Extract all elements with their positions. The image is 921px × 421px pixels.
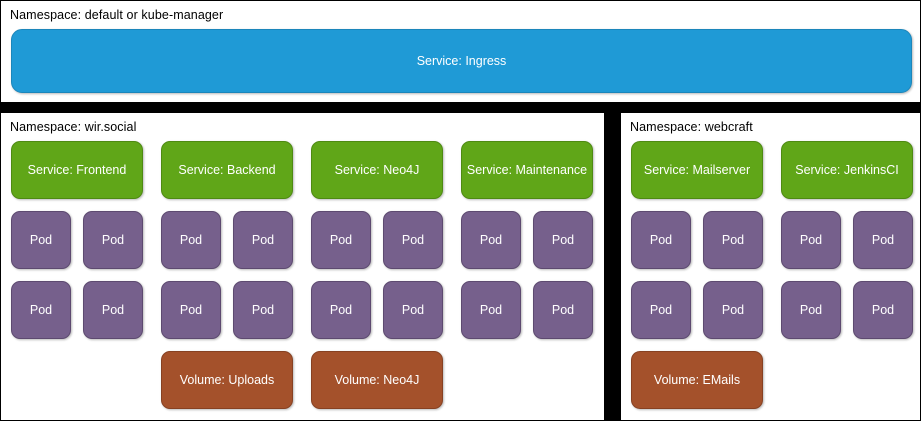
- pod-backend-2[interactable]: Pod: [233, 211, 293, 269]
- service-ingress[interactable]: Service: Ingress: [11, 29, 912, 93]
- pod-neo4j-1[interactable]: Pod: [311, 211, 371, 269]
- volume-emails[interactable]: Volume: EMails: [631, 351, 763, 409]
- namespace-panel-default: Namespace: default or kube-manager Servi…: [0, 0, 921, 103]
- service-maintenance[interactable]: Service: Maintenance: [461, 141, 593, 199]
- volume-neo4j[interactable]: Volume: Neo4J: [311, 351, 443, 409]
- service-mailserver[interactable]: Service: Mailserver: [631, 141, 763, 199]
- namespace-label-default: Namespace: default or kube-manager: [10, 8, 224, 22]
- namespace-label-wir-social: Namespace: wir.social: [10, 120, 137, 134]
- pod-backend-1[interactable]: Pod: [161, 211, 221, 269]
- pod-mailserver-3[interactable]: Pod: [631, 281, 691, 339]
- pod-maintenance-4[interactable]: Pod: [533, 281, 593, 339]
- namespace-panel-webcraft: Namespace: webcraft Service: Mailserver …: [620, 112, 921, 421]
- pod-maintenance-1[interactable]: Pod: [461, 211, 521, 269]
- pod-jenkinsci-1[interactable]: Pod: [781, 211, 841, 269]
- pod-frontend-3[interactable]: Pod: [11, 281, 71, 339]
- pod-mailserver-1[interactable]: Pod: [631, 211, 691, 269]
- pod-maintenance-3[interactable]: Pod: [461, 281, 521, 339]
- service-frontend[interactable]: Service: Frontend: [11, 141, 143, 199]
- service-neo4j[interactable]: Service: Neo4J: [311, 141, 443, 199]
- namespace-panel-wir-social: Namespace: wir.social Service: Frontend …: [0, 112, 605, 421]
- service-backend[interactable]: Service: Backend: [161, 141, 293, 199]
- pod-neo4j-4[interactable]: Pod: [383, 281, 443, 339]
- pod-frontend-1[interactable]: Pod: [11, 211, 71, 269]
- pod-neo4j-2[interactable]: Pod: [383, 211, 443, 269]
- pod-mailserver-2[interactable]: Pod: [703, 211, 763, 269]
- pod-jenkinsci-3[interactable]: Pod: [781, 281, 841, 339]
- volume-uploads[interactable]: Volume: Uploads: [161, 351, 293, 409]
- pod-frontend-2[interactable]: Pod: [83, 211, 143, 269]
- pod-maintenance-2[interactable]: Pod: [533, 211, 593, 269]
- pod-backend-4[interactable]: Pod: [233, 281, 293, 339]
- pod-frontend-4[interactable]: Pod: [83, 281, 143, 339]
- pod-neo4j-3[interactable]: Pod: [311, 281, 371, 339]
- pod-mailserver-4[interactable]: Pod: [703, 281, 763, 339]
- service-jenkinsci[interactable]: Service: JenkinsCI: [781, 141, 913, 199]
- pod-jenkinsci-2[interactable]: Pod: [853, 211, 913, 269]
- pod-jenkinsci-4[interactable]: Pod: [853, 281, 913, 339]
- namespace-label-webcraft: Namespace: webcraft: [630, 120, 753, 134]
- pod-backend-3[interactable]: Pod: [161, 281, 221, 339]
